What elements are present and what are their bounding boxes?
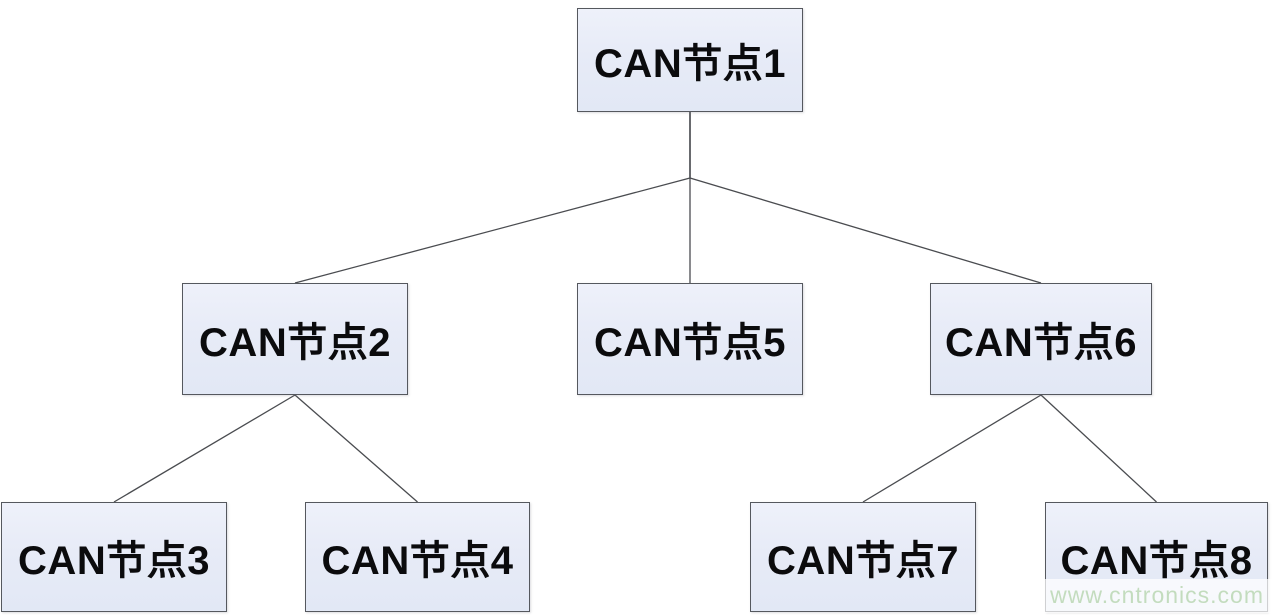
diagram-node-node2: CAN节点2 bbox=[182, 283, 408, 395]
edge-node1-node6 bbox=[689, 112, 1042, 284]
diagram-node-node6: CAN节点6 bbox=[930, 283, 1152, 395]
edge-node1-node2 bbox=[294, 112, 691, 284]
edge-node6-node7 bbox=[862, 394, 1042, 503]
edge-node2-node3 bbox=[113, 394, 296, 503]
edge-node6-node8 bbox=[1040, 394, 1157, 503]
diagram-node-node1: CAN节点1 bbox=[577, 8, 803, 112]
watermark: www.cntronics.com bbox=[1036, 579, 1274, 613]
edge-node2-node4 bbox=[294, 394, 418, 503]
diagram-node-node4: CAN节点4 bbox=[305, 502, 530, 612]
diagram-node-node5: CAN节点5 bbox=[577, 283, 803, 395]
diagram-node-node3: CAN节点3 bbox=[1, 502, 227, 612]
diagram-node-node7: CAN节点7 bbox=[750, 502, 976, 612]
